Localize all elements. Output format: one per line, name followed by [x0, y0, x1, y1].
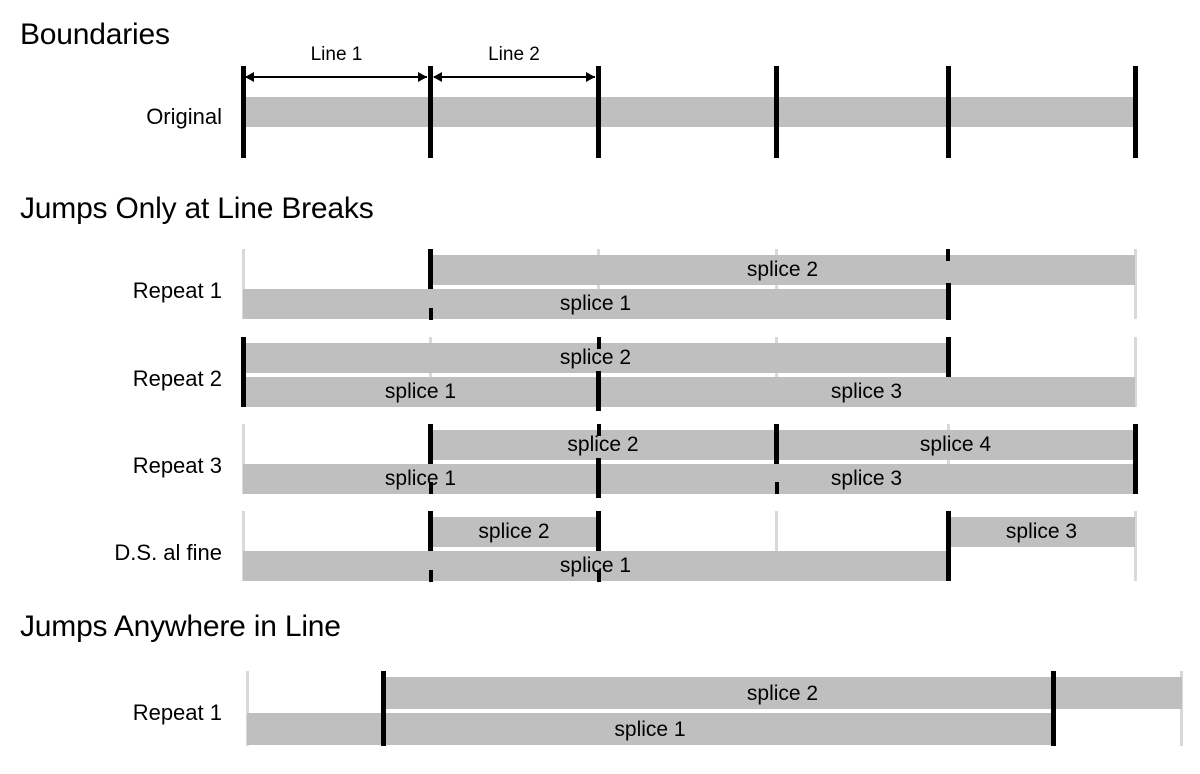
- splice-label-r3-upper-1: splice 4: [919, 433, 992, 456]
- bar-r4-lower-splice-1: [243, 551, 948, 581]
- bar-r4-upper-splice-2: [430, 517, 598, 547]
- gridline-r1-0: [242, 249, 245, 319]
- tick-r3-lower-stub-a: [429, 482, 433, 494]
- splice-label-a1-lower-0: splice 1: [614, 718, 686, 741]
- span-arrow-line-1-left-head: [245, 72, 254, 82]
- span-arrow-line-2: [434, 76, 595, 78]
- splice-label-r3-lower-1: splice 3: [830, 467, 903, 490]
- span-arrow-line-1-right-head: [418, 72, 427, 82]
- section-title-jumps-anywhere: Jumps Anywhere in Line: [20, 610, 341, 643]
- boundary-tick-2: [596, 66, 601, 158]
- tick-r2-start: [241, 337, 246, 407]
- splice-label-r4-lower-0: splice 1: [559, 554, 632, 577]
- tick-r3-lower-stub-b: [775, 482, 779, 494]
- row-label-anywhere-repeat-1: Repeat 1: [132, 700, 222, 725]
- splice-label-r3-lower-0: splice 1: [384, 467, 457, 490]
- tick-r4-upper-end-2: [596, 511, 601, 551]
- splice-label-r2-lower-1: splice 3: [830, 380, 903, 403]
- tick-r1-upper-stub: [946, 249, 950, 261]
- tick-r2-upper-end: [946, 337, 951, 377]
- tick-r2-upper-stub: [597, 337, 601, 349]
- gridline-r3-0: [242, 424, 245, 494]
- row-label-repeat-3: Repeat 3: [132, 453, 222, 478]
- row-label-repeat-1: Repeat 1: [132, 278, 222, 303]
- span-arrow-line-2-left-head: [433, 72, 442, 82]
- bar-r1-lower-splice-1: [243, 289, 948, 319]
- bar-r4-upper-splice-3: [948, 517, 1135, 547]
- tick-r4-jump: [946, 511, 951, 581]
- gridline-a1-left: [246, 671, 249, 746]
- row-label-original: Original: [146, 104, 222, 129]
- span-label-line-2: Line 2: [488, 44, 540, 65]
- gridline-r4-3: [775, 511, 778, 581]
- span-label-line-1: Line 1: [310, 44, 363, 65]
- tick-a1-jump-start: [381, 671, 386, 746]
- tick-r3-upper-split: [774, 424, 779, 464]
- bar-r3-upper: [430, 430, 1135, 460]
- tick-r3-upper-start: [428, 424, 433, 464]
- tick-a1-jump-end: [1051, 671, 1056, 746]
- boundary-tick-0: [241, 66, 246, 158]
- splice-label-r1-lower-0: splice 1: [559, 292, 632, 315]
- section-title-jumps-line-breaks: Jumps Only at Line Breaks: [20, 192, 374, 225]
- tick-r1-upper-start: [428, 249, 433, 289]
- bar-r3-lower: [243, 464, 1135, 494]
- bar-r2-lower: [243, 377, 1135, 407]
- boundary-tick-1: [428, 66, 433, 158]
- tick-r1-lower-stub: [429, 308, 433, 320]
- boundary-tick-5: [1133, 66, 1138, 158]
- bar-r2-upper-splice-2: [243, 343, 948, 373]
- tick-r4-lower-stub-b: [597, 570, 601, 582]
- section-title-boundaries: Boundaries: [20, 18, 170, 51]
- splice-label-r4-upper-0: splice 2: [478, 520, 550, 543]
- splice-label-a1-upper-0: splice 2: [746, 682, 819, 705]
- splice-label-r4-upper-1: splice 3: [1005, 520, 1078, 543]
- splice-label-r3-upper-0: splice 2: [567, 433, 639, 456]
- splice-label-r2-lower-0: splice 1: [384, 380, 457, 403]
- tick-r4-upper-start: [428, 511, 433, 551]
- tick-r3-upper-stub: [597, 424, 601, 436]
- bar-r1-upper-splice-2: [430, 255, 1135, 285]
- span-arrow-line-1: [246, 76, 427, 78]
- row-label-ds-al-fine: D.S. al fine: [114, 540, 222, 565]
- gridline-r4-0: [242, 511, 245, 581]
- row-label-repeat-2: Repeat 2: [132, 366, 222, 391]
- tick-r3-end: [1133, 424, 1138, 494]
- original-timeline-bar: [243, 97, 1135, 127]
- gridline-r4-5: [1134, 511, 1137, 581]
- tick-r4-lower-stub-a: [429, 570, 433, 582]
- bar-a1-upper-splice-2: [383, 677, 1182, 709]
- gridline-r2-5: [1134, 337, 1137, 407]
- splice-label-r1-upper-0: splice 2: [746, 258, 819, 281]
- gridline-r1-5: [1134, 249, 1137, 319]
- boundary-tick-3: [774, 66, 779, 158]
- span-arrow-line-2-right-head: [586, 72, 595, 82]
- splice-label-r2-upper-0: splice 2: [559, 346, 632, 369]
- tick-r3-lower-split: [596, 458, 601, 498]
- boundary-tick-4: [946, 66, 951, 158]
- tick-r2-lower-split: [596, 371, 601, 411]
- tick-r1-lower-end: [946, 283, 951, 320]
